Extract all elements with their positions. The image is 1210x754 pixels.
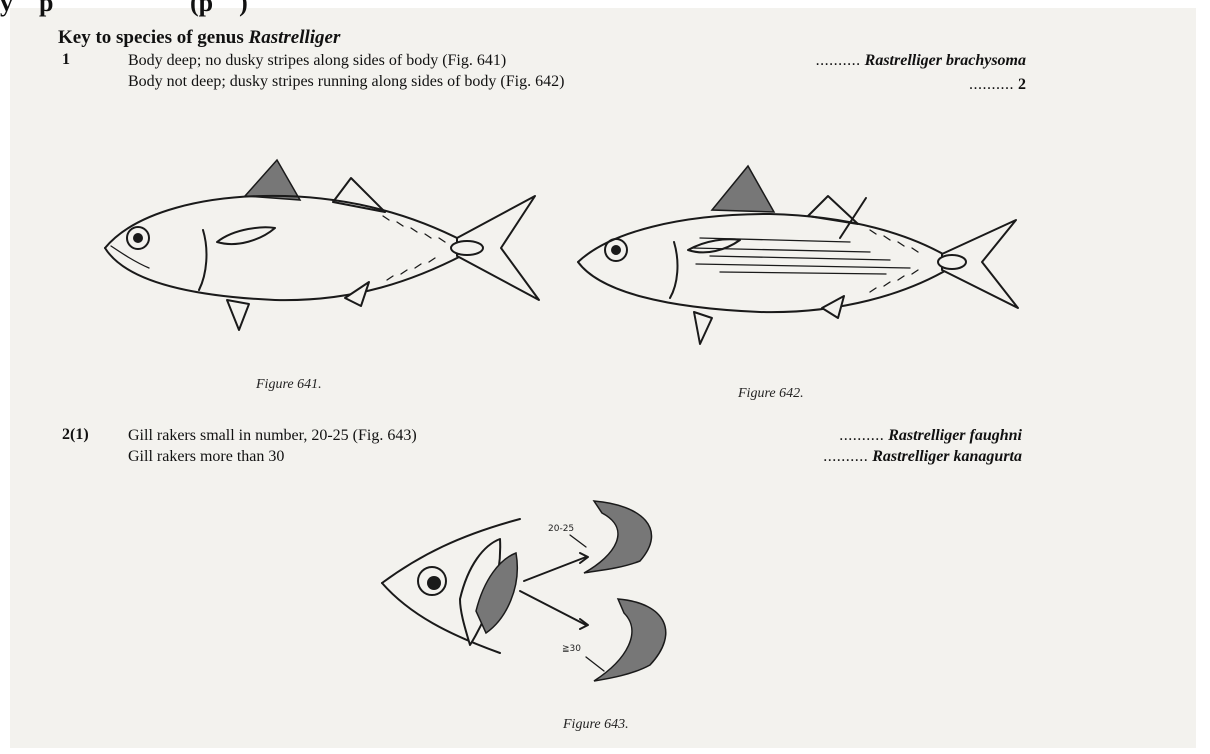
heading-prefix: Key to species of genus	[58, 27, 249, 48]
leader-dots: ..........	[969, 76, 1014, 93]
figure-643-gill-raker-illustration: 20-25 ≧30	[380, 495, 680, 685]
figure-641-fish-illustration	[95, 150, 555, 350]
species-kanagurta: Rastrelliger kanagurta	[872, 448, 1022, 465]
couplet-2-lead-b-result: .......... Rastrelliger kanagurta	[823, 448, 1022, 466]
cropped-header-fragment: y p (p )	[0, 0, 248, 18]
key-heading: Key to species of genus Rastrelliger	[58, 27, 340, 49]
couplet-1-lead-a: Body deep; no dusky stripes along sides …	[128, 52, 506, 70]
couplet-1-number: 1	[62, 51, 70, 69]
figure-643-caption: Figure 643.	[563, 717, 629, 733]
page-margin	[1196, 0, 1210, 754]
figure-641-caption: Figure 641.	[256, 377, 322, 393]
couplet-1-lead-b-result: .......... 2	[969, 76, 1026, 94]
couplet-2-number: 2(1)	[62, 426, 89, 444]
couplet-2-lead-a-result: .......... Rastrelliger faughni	[839, 427, 1022, 445]
go-to-couplet-2: 2	[1018, 76, 1026, 93]
figure-642-fish-illustration	[570, 158, 1030, 358]
figure-642-caption: Figure 642.	[738, 386, 804, 402]
label-30-plus: ≧30	[562, 644, 581, 654]
label-20-25: 20-25	[548, 524, 574, 534]
couplet-1-lead-a-result: .......... Rastrelliger brachysoma	[816, 52, 1026, 70]
couplet-2-lead-a: Gill rakers small in number, 20-25 (Fig.…	[128, 427, 417, 445]
couplet-1-lead-b: Body not deep; dusky stripes running alo…	[128, 73, 564, 91]
leader-dots: ..........	[839, 427, 884, 444]
species-brachysoma: Rastrelliger brachysoma	[865, 52, 1026, 69]
couplet-2-lead-b: Gill rakers more than 30	[128, 448, 284, 466]
species-faughni: Rastrelliger faughni	[888, 427, 1022, 444]
leader-dots: ..........	[823, 448, 868, 465]
leader-dots: ..........	[816, 52, 861, 69]
heading-genus: Rastrelliger	[249, 27, 341, 48]
